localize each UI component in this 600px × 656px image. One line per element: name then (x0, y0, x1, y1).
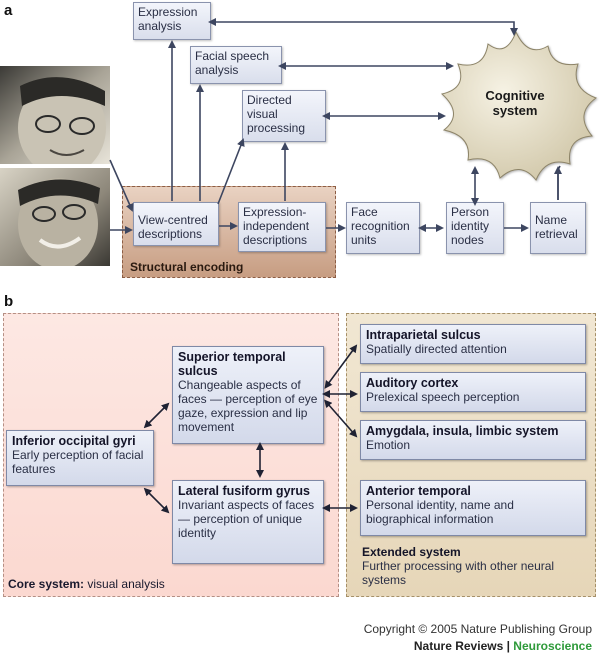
core-system-title: Core system: (8, 577, 85, 591)
view-centred-descriptions-box: View-centred descriptions (133, 202, 219, 246)
iog-title: Inferior occipital gyri (12, 434, 136, 448)
anterior-temporal-box: Anterior temporal Personal identity, nam… (360, 480, 586, 536)
face-photo-2 (0, 168, 110, 266)
at-description: Personal identity, name and biographical… (366, 498, 514, 526)
aud-description: Prelexical speech perception (366, 390, 520, 404)
extended-system-title: Extended system (362, 545, 461, 559)
cognitive-system-shape (440, 30, 598, 181)
facial-speech-analysis-box: Facial speech analysis (190, 46, 282, 84)
superior-temporal-sulcus-box: Superior temporal sulcus Changeable aspe… (172, 346, 324, 444)
extended-system-description: Further processing with other neural sys… (362, 559, 555, 587)
panel-a-letter: a (4, 2, 13, 19)
panel-b-letter: b (4, 293, 14, 310)
at-title: Anterior temporal (366, 484, 471, 498)
extended-system-caption: Extended system Further processing with … (362, 545, 582, 587)
expression-independent-descriptions-box: Expression-independent descriptions (238, 202, 326, 252)
amy-description: Emotion (366, 438, 411, 452)
journal-subtitle: Neuroscience (513, 639, 592, 653)
core-system-description: visual analysis (87, 577, 165, 591)
expression-analysis-box: Expression analysis (133, 2, 211, 40)
face-photo-1 (0, 66, 110, 164)
face-recognition-units-box: Face recognition units (346, 202, 420, 254)
journal-separator: | (506, 639, 510, 653)
journal-credit: Nature Reviews | Neuroscience (414, 639, 592, 653)
auditory-cortex-box: Auditory cortex Prelexical speech percep… (360, 372, 586, 412)
panel-b-arrows (143, 344, 358, 514)
copyright-text: Copyright © 2005 Nature Publishing Group (363, 622, 592, 636)
lfg-title: Lateral fusiform gyrus (178, 484, 310, 498)
iog-description: Early perception of facial features (12, 448, 144, 476)
cognitive-system-label: Cognitive system (485, 88, 545, 118)
structural-encoding-label: Structural encoding (130, 260, 244, 274)
sts-title: Superior temporal sulcus (178, 350, 286, 378)
intraparietal-sulcus-box: Intraparietal sulcus Spatially directed … (360, 324, 586, 364)
aud-title: Auditory cortex (366, 376, 459, 390)
core-system-caption: Core system: visual analysis (8, 577, 165, 591)
arrow-photo1-to-view (109, 159, 134, 212)
lfg-description: Invariant aspects of faces — perception … (178, 498, 315, 540)
lateral-fusiform-gyrus-box: Lateral fusiform gyrus Invariant aspects… (172, 480, 324, 564)
sts-description: Changeable aspects of faces — perception… (178, 378, 318, 434)
person-identity-nodes-box: Person identity nodes (446, 202, 504, 254)
journal-name: Nature Reviews (413, 639, 504, 653)
amy-title: Amygdala, insula, limbic system (366, 424, 559, 438)
amygdala-insula-box: Amygdala, insula, limbic system Emotion (360, 420, 586, 460)
name-retrieval-box: Name retrieval (530, 202, 586, 254)
inferior-occipital-gyri-box: Inferior occipital gyri Early perception… (6, 430, 154, 486)
directed-visual-processing-box: Directed visual processing (242, 90, 326, 142)
ips-description: Spatially directed attention (366, 342, 507, 356)
panel-a-arrows (109, 18, 562, 234)
ips-title: Intraparietal sulcus (366, 328, 481, 342)
